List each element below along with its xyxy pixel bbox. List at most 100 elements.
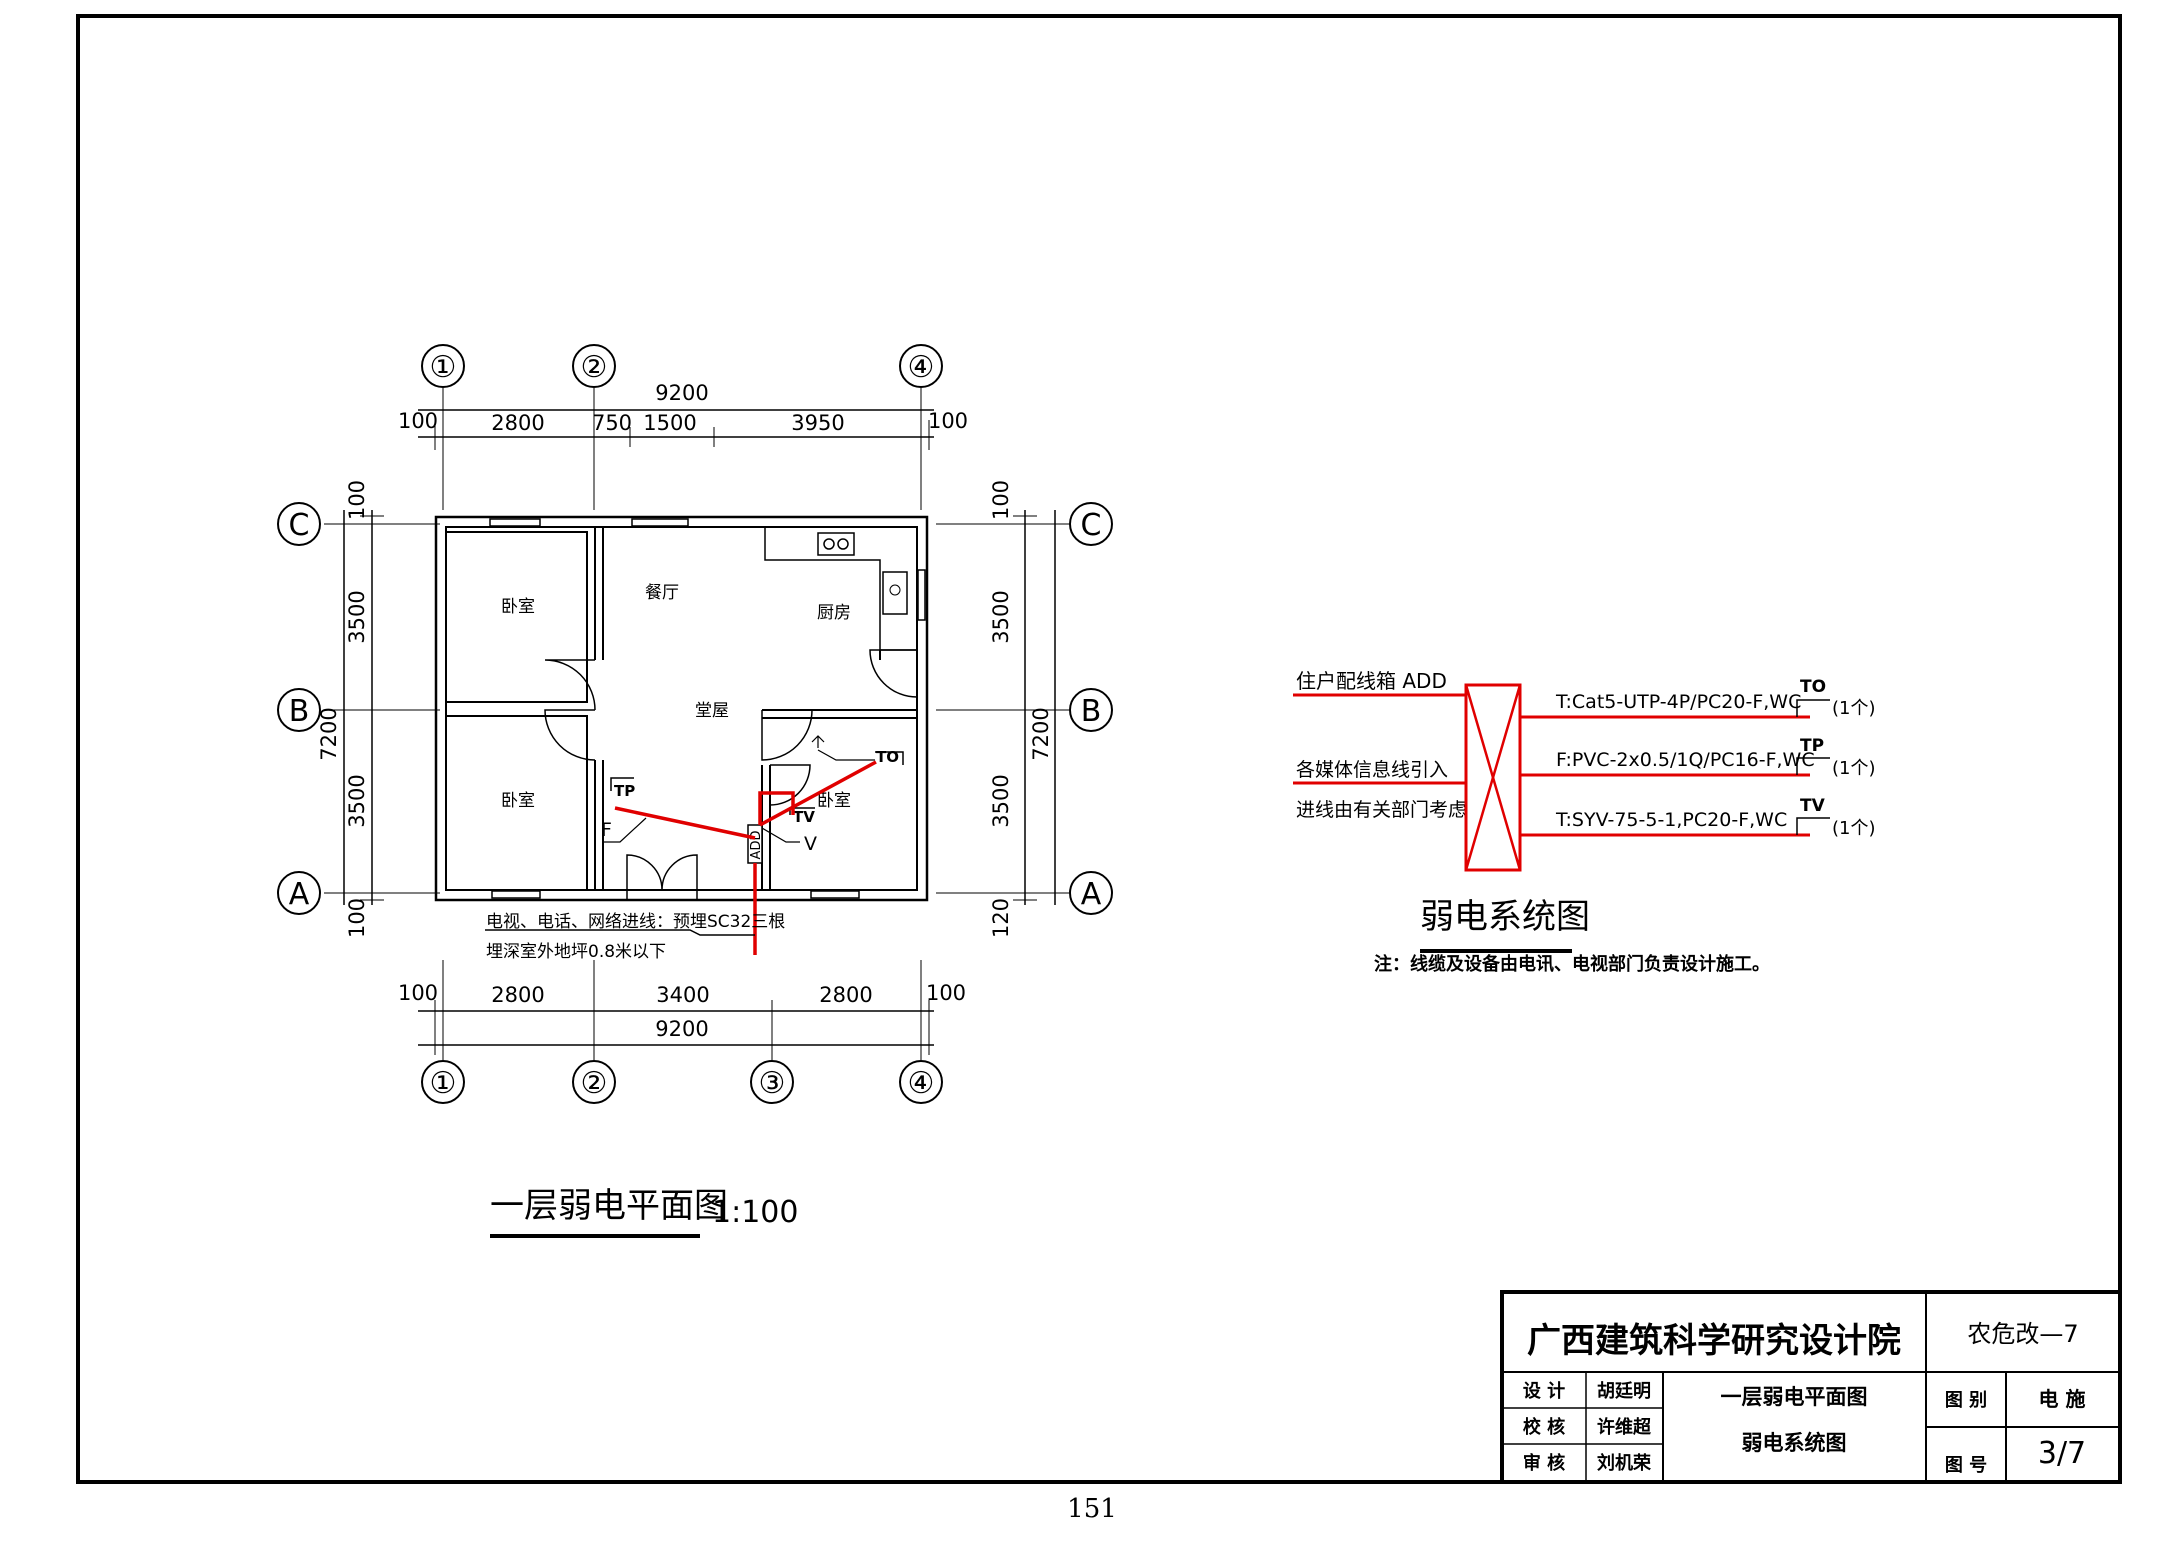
- exterior-wall-inner: [445, 526, 918, 891]
- window-top-2: [631, 518, 689, 527]
- entry-note-line2: 埋深室外地坪0.8米以下: [486, 942, 666, 962]
- dim-bottom-total: 9200: [655, 1017, 708, 1041]
- axis-label-bottom-1: ①: [430, 1066, 457, 1101]
- system-line-3-count: (1个): [1832, 818, 1876, 839]
- door-front: [626, 854, 698, 891]
- drawing-name-2: 弱电系统图: [1742, 1431, 1847, 1455]
- axis-label-bottom-3: ③: [759, 1066, 786, 1101]
- dim-top-0: 100: [398, 409, 438, 433]
- device-tp-label: TP: [614, 782, 635, 800]
- system-line-1-count: (1个): [1832, 698, 1876, 719]
- dim-left-2: 3500: [345, 774, 369, 827]
- axis-label-top-2: ②: [581, 350, 608, 385]
- dim-right-3: 120: [989, 898, 1013, 938]
- room-bedroom-top-left: 卧室: [501, 597, 535, 617]
- wiring-runs: [614, 760, 877, 955]
- dim-top-4: 3950: [791, 411, 844, 435]
- drawing-name-1: 一层弱电平面图: [1721, 1385, 1868, 1409]
- title-block: 广西建筑科学研究设计院 农危改—7 设 计 胡廷明 校 核 许维超 审 核 刘机…: [1500, 1290, 2122, 1484]
- system-line-2-count: (1个): [1832, 758, 1876, 779]
- dim-top-3: 1500: [643, 411, 696, 435]
- door-hall-right: [761, 709, 813, 761]
- axis-bubble-left-a: [277, 871, 321, 915]
- door-kitchen: [869, 649, 918, 698]
- dim-top-2: 750: [592, 411, 632, 435]
- door-bedroom-top: [544, 659, 596, 711]
- axis-bubble-right-c: [1069, 502, 1113, 546]
- window-bottom-2: [810, 890, 860, 899]
- axis-bubble-bottom-3: [750, 1060, 794, 1104]
- axis-bubble-right-a: [1069, 871, 1113, 915]
- axis-label-right-c: C: [1081, 508, 1102, 543]
- institute-name: 广西建筑科学研究设计院: [1527, 1321, 1901, 1361]
- system-line-1-cable: T:Cat5-UTP-4P/PC20-F,WC: [1555, 691, 1801, 713]
- dim-bottom-1: 2800: [491, 983, 544, 1007]
- stove-icon: [817, 532, 855, 556]
- room-bedroom-bottom-left: 卧室: [501, 791, 535, 811]
- axis-bubble-bottom-4: [899, 1060, 943, 1104]
- sink-icon: [882, 571, 908, 615]
- axis-bubble-top-4: [899, 344, 943, 388]
- axis-label-left-a: A: [289, 877, 310, 912]
- dim-top-total: 9200: [655, 381, 708, 405]
- dim-bottom-3: 2800: [819, 983, 872, 1007]
- role-check: 校 核: [1523, 1416, 1565, 1438]
- device-f-label: F: [601, 819, 612, 841]
- system-diagram: 住户配线箱 ADD 各媒体信息线引入 进线由有关部门考虑 T:Cat5-UTP-…: [1293, 669, 1876, 975]
- dim-left-3: 100: [345, 898, 369, 938]
- room-kitchen: 厨房: [817, 603, 851, 623]
- category-value: 电 施: [2039, 1387, 2086, 1411]
- name-review: 刘机荣: [1597, 1452, 1652, 1474]
- axis-label-left-b: B: [289, 694, 310, 729]
- device-tv-label: TV: [793, 808, 815, 826]
- number-value: 3/7: [2038, 1436, 2086, 1471]
- axis-label-top-4: ④: [908, 350, 935, 385]
- axis-bubble-top-2: [572, 344, 616, 388]
- axis-bubble-right-b: [1069, 688, 1113, 732]
- axis-label-bottom-4: ④: [908, 1066, 935, 1101]
- role-design: 设 计: [1523, 1380, 1565, 1402]
- dim-bottom-2: 3400: [656, 983, 709, 1007]
- door-bedroom-right: [769, 764, 811, 806]
- sheet-border: [76, 14, 2122, 1484]
- page-number: 151: [1067, 1494, 1117, 1524]
- dim-bottom-0: 100: [398, 981, 438, 1005]
- dim-top-5: 100: [928, 409, 968, 433]
- system-line-3-device: TV: [1800, 796, 1826, 816]
- dim-top-1: 2800: [491, 411, 544, 435]
- window-bottom-1: [491, 890, 541, 899]
- window-right: [917, 569, 926, 621]
- number-label: 图 号: [1945, 1455, 1987, 1476]
- system-title: 弱电系统图: [1420, 897, 1590, 937]
- role-review: 审 核: [1523, 1452, 1565, 1474]
- dim-bottom-4: 100: [926, 981, 966, 1005]
- axis-bubble-bottom-1: [421, 1060, 465, 1104]
- room-dining: 餐厅: [645, 583, 679, 603]
- dim-right-1: 3500: [989, 590, 1013, 643]
- plan-scale: 1:100: [712, 1195, 798, 1230]
- window-top-1: [489, 518, 541, 527]
- door-bedroom-bottom: [544, 709, 596, 761]
- axis-bubble-bottom-2: [572, 1060, 616, 1104]
- axis-bubble-left-c: [277, 502, 321, 546]
- project-code: 农危改—7: [1967, 1320, 2078, 1348]
- room-bedroom-bottom-right: 卧室: [817, 791, 851, 811]
- system-line-1-device: TO: [1800, 677, 1826, 697]
- system-label-media-note: 进线由有关部门考虑: [1296, 799, 1467, 821]
- axis-bubble-top-1: [421, 344, 465, 388]
- device-add-label: ADD: [749, 831, 764, 860]
- dim-left-1: 3500: [345, 590, 369, 643]
- dim-right-total: 7200: [1029, 707, 1053, 760]
- axis-label-left-c: C: [289, 508, 310, 543]
- exterior-wall-outer: [434, 515, 929, 902]
- entry-note-line1: 电视、电话、网络进线：预埋SC32三根: [486, 912, 785, 932]
- category-label: 图 别: [1945, 1390, 1987, 1411]
- dim-right-0: 100: [989, 480, 1013, 520]
- axis-bubble-left-b: [277, 688, 321, 732]
- name-design: 胡廷明: [1597, 1380, 1651, 1402]
- floor-plan: ① ② ④ 9200 100 2800 750 1500 3950 100 ① …: [277, 344, 1113, 1238]
- system-note: 注：线缆及设备由电讯、电视部门负责设计施工。: [1374, 953, 1770, 975]
- plan-title: 一层弱电平面图: [490, 1186, 728, 1226]
